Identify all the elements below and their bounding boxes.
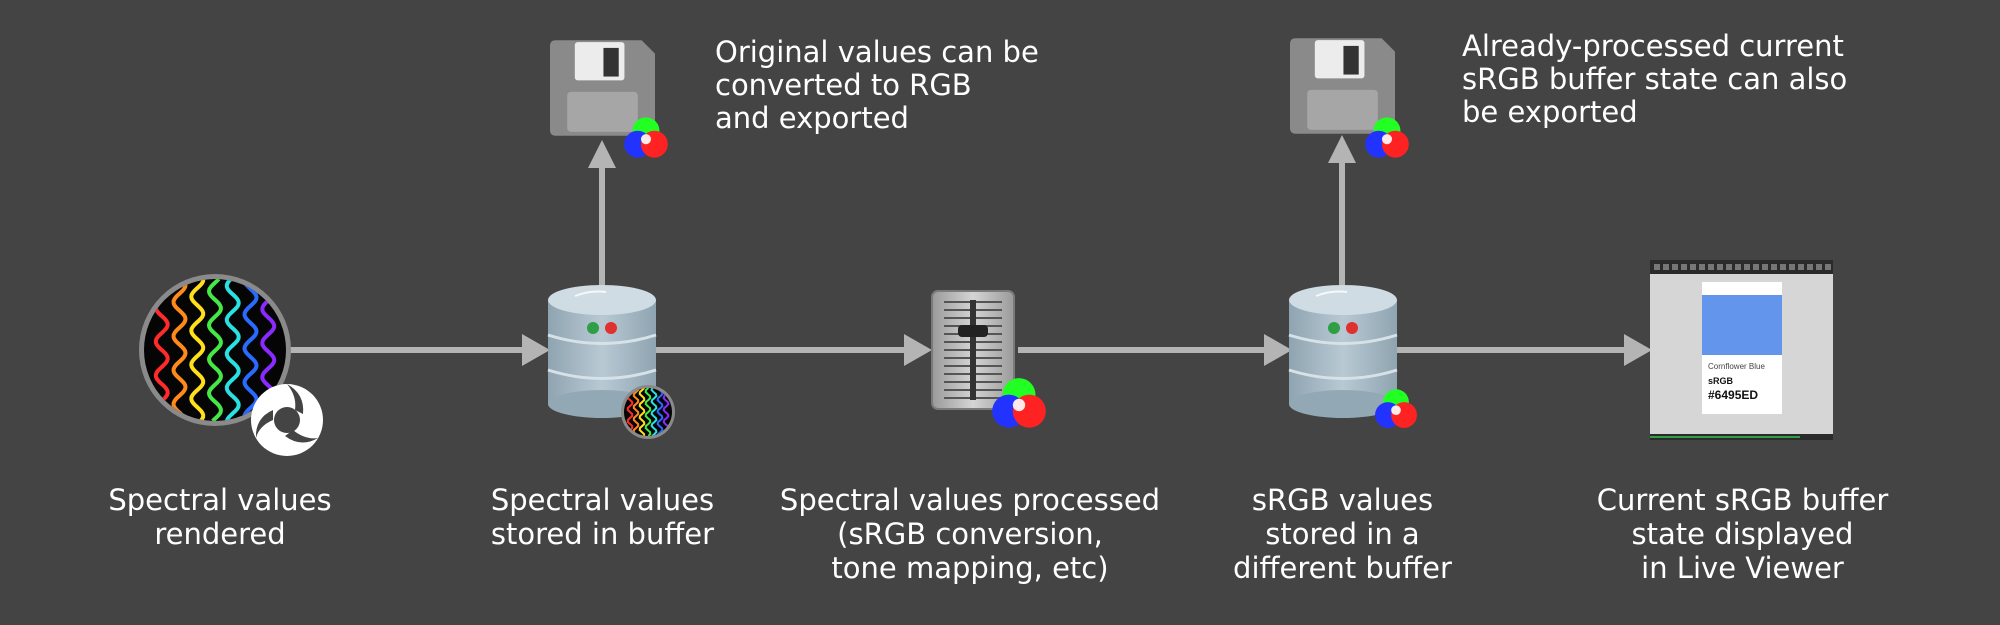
toolbar-icon	[1663, 264, 1669, 270]
octane-logo-icon	[251, 384, 323, 456]
arrow-export-original	[599, 165, 605, 290]
toolbar-icon	[1780, 264, 1786, 270]
spectral-wave	[171, 279, 188, 421]
toolbar-icon	[1690, 264, 1696, 270]
toolbar-icon	[1726, 264, 1732, 270]
processing-fader-icon	[931, 290, 1015, 410]
arrow-export-srgb	[1339, 160, 1345, 290]
toolbar-icon	[1672, 264, 1678, 270]
spectral-wave	[656, 388, 664, 436]
spectral-render-icon	[139, 274, 291, 426]
flow-arrows	[290, 135, 1652, 366]
toolbar-icon	[1717, 264, 1723, 270]
hex-value-label: #6495ED	[1708, 388, 1758, 402]
toolbar-icon	[1798, 264, 1804, 270]
arrow-processing-to-srgb-buffer	[1018, 347, 1272, 353]
toolbar-icon	[1708, 264, 1714, 270]
arrowhead-render-to-buffer	[522, 334, 550, 366]
arrow-buffer-to-processing	[652, 347, 912, 353]
spectral-wave	[224, 279, 241, 421]
spectral-wave	[644, 388, 652, 436]
arrowhead-export-original	[588, 140, 616, 168]
toolbar-icon	[1753, 264, 1759, 270]
color-name-label: Cornflower Blue	[1708, 362, 1765, 371]
spectral-wave	[650, 388, 658, 436]
spectral-wave	[189, 279, 206, 421]
toolbar-icon	[1699, 264, 1705, 270]
spectral-wave	[632, 388, 640, 436]
color-space-label: sRGB	[1708, 376, 1734, 386]
label-processing: Spectral values processed(sRGB conversio…	[779, 483, 1161, 585]
spectral-wave	[206, 279, 223, 421]
toolbar-icon	[1681, 264, 1687, 270]
toolbar-icon	[1825, 264, 1831, 270]
toolbar-icon	[1807, 264, 1813, 270]
toolbar-icon	[1762, 264, 1768, 270]
spectral-badge-icon	[621, 385, 675, 439]
arrowhead-srgb-buffer-to-viewer	[1624, 334, 1652, 366]
spectral-wave	[638, 388, 646, 436]
arrowhead-processing-to-srgb-buffer	[1264, 334, 1292, 366]
export-floppy-icon-srgb	[1290, 38, 1395, 134]
toolbar-icon	[1816, 264, 1822, 270]
color-swatch	[1702, 295, 1782, 355]
srgb-buffer-database-icon	[1288, 285, 1398, 418]
toolbar-icon	[1735, 264, 1741, 270]
spectral-wave	[242, 279, 259, 421]
toolbar-icon	[1654, 264, 1660, 270]
toolbar-icon	[1744, 264, 1750, 270]
arrow-srgb-buffer-to-viewer	[1395, 347, 1632, 353]
arrow-render-to-buffer	[290, 347, 530, 353]
toolbar-icon	[1789, 264, 1795, 270]
live-viewer-window: Cornflower Blue sRGB #6495ED	[1650, 260, 1833, 440]
toolbar-icon	[1771, 264, 1777, 270]
arrowhead-buffer-to-processing	[904, 334, 932, 366]
arrowhead-export-srgb	[1328, 135, 1356, 163]
